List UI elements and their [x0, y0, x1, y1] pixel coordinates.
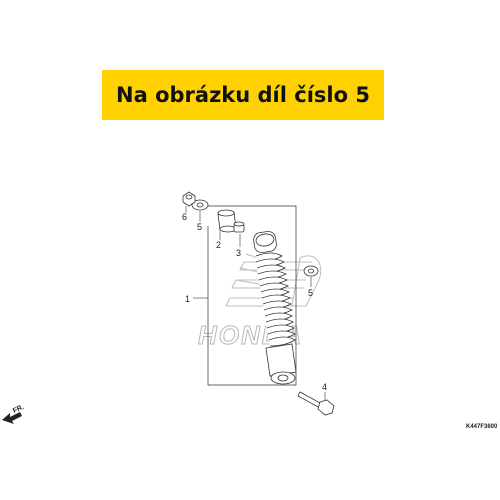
part-label-4: 4 [322, 382, 327, 392]
bushing-part [217, 209, 237, 233]
coil-spring [255, 252, 296, 347]
front-direction-arrow: FR. [2, 404, 25, 424]
part-label-2: 2 [216, 240, 221, 250]
bolt-part [297, 391, 335, 416]
part-label-5-upper: 5 [197, 222, 202, 232]
shock-absorber [253, 231, 297, 385]
washer-right [303, 265, 319, 277]
banner-text: Na obrázku díl číslo 5 [116, 83, 370, 107]
nut-part [182, 191, 196, 207]
part-label-3: 3 [236, 248, 241, 258]
part-label-5-right: 5 [308, 288, 313, 298]
direction-label: FR. [12, 404, 25, 415]
part-label-6: 6 [182, 212, 187, 222]
drawing-code: K447F3600 [466, 424, 498, 430]
part-label-1: 1 [185, 294, 190, 304]
washer-upper [191, 199, 209, 211]
assembly-outline [196, 205, 297, 386]
arrow-left-icon [2, 412, 22, 424]
part-number-banner: Na obrázku díl číslo 5 [102, 70, 384, 120]
leader-lines [185, 206, 326, 400]
collar-part [233, 221, 245, 233]
